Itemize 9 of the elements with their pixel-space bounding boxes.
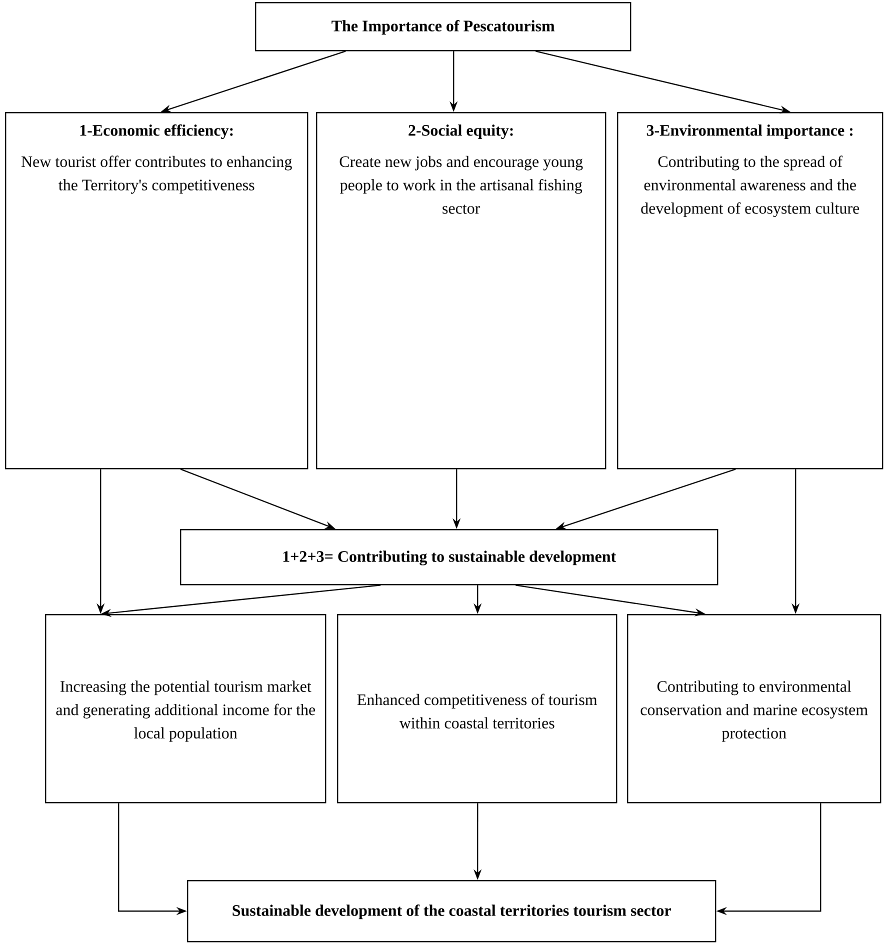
pillar-box: 3-Environmental importance : Contributing to the spread of environmental awareness and the development of ecosystem culture bbox=[617, 112, 884, 470]
outcome-box: Increasing the potential tourism market and generating additional income for the local population bbox=[45, 614, 326, 804]
pillar-box: 2-Social equity: Create new jobs and encourage young people to work in the artisanal fishing sector bbox=[316, 112, 606, 470]
heading-box: 1+2+3= Contributing to sustainable development bbox=[180, 529, 718, 586]
outcome-box: Contributing to environmental conservation and marine ecosystem protection bbox=[627, 614, 882, 804]
outcome-box: Enhanced competitiveness of tourism within coastal territories bbox=[337, 614, 618, 804]
heading-box: Sustainable development of the coastal territories tourism sector bbox=[187, 880, 716, 942]
heading-box: The Importance of Pescatourism bbox=[255, 2, 632, 52]
pillar-box: 1-Economic efficiency: New tourist offer contributes to enhancing the Territory's competitiveness bbox=[5, 112, 308, 470]
